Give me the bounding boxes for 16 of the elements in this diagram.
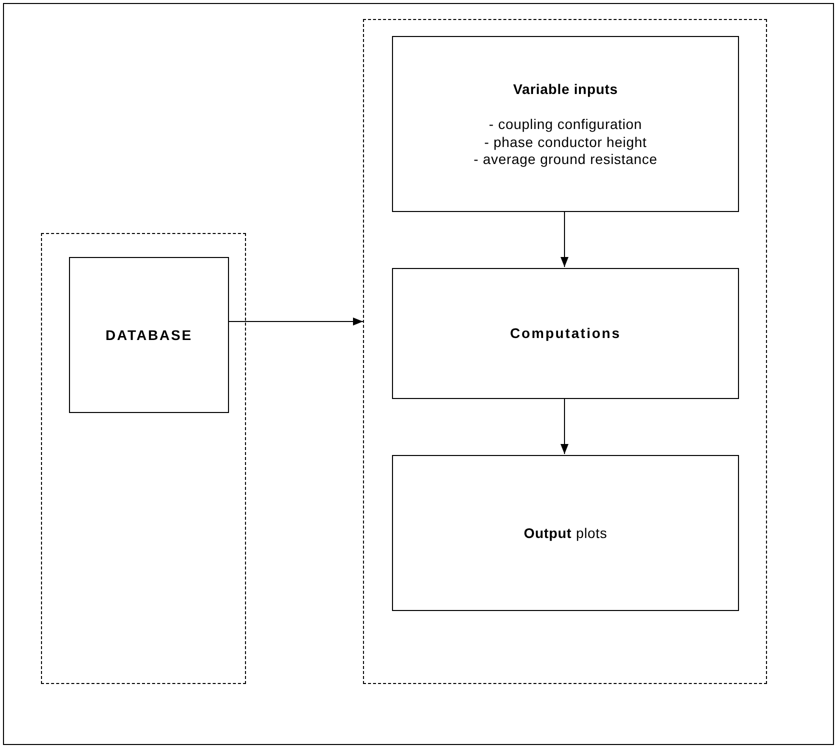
arrow [560,210,568,268]
process-box [392,455,739,611]
arrow [228,318,364,326]
box-label: DATABASE [106,326,192,344]
box-label: Output plots [524,524,608,543]
dashed-group-box [41,233,246,684]
list-item: - phase conductor height [484,134,647,152]
dashed-group-box [363,19,767,684]
process-box [69,257,229,413]
process-box [392,268,739,399]
arrow [560,398,568,454]
process-box [392,36,739,212]
list-item: - coupling configuration [488,116,642,134]
box-heading: Variable inputs [513,80,618,100]
box-label: Computations [510,324,621,343]
list-item: - average ground resistance [474,151,658,169]
